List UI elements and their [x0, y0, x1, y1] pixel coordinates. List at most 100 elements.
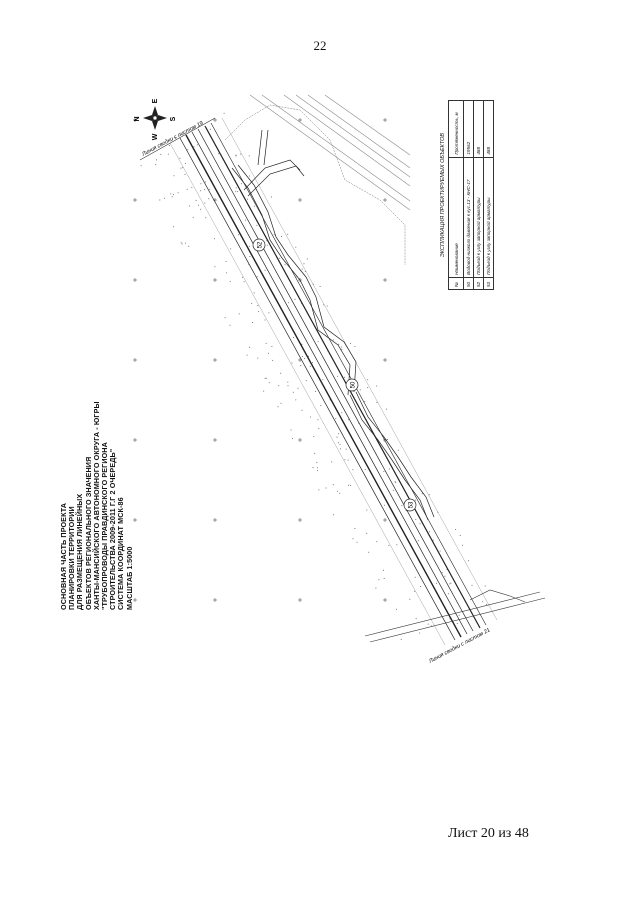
terrain-dot	[376, 385, 378, 387]
terrain-dot	[329, 399, 331, 401]
terrain-dot	[173, 194, 174, 196]
legend-num: 53	[483, 277, 494, 290]
svg-text:52: 52	[258, 241, 264, 248]
terrain-dot	[247, 198, 249, 200]
terrain-dot	[383, 504, 385, 506]
terrain-dot	[341, 348, 343, 350]
terrain-dot	[358, 422, 360, 424]
terrain-dot	[159, 199, 161, 201]
terrain-dot	[297, 387, 299, 389]
terrain-dot	[338, 433, 340, 435]
terrain-dot	[179, 157, 181, 159]
terrain-dot	[375, 587, 377, 589]
terrain-dot	[352, 469, 354, 471]
terrain-dot	[441, 572, 443, 574]
terrain-dot	[208, 198, 210, 200]
table-row: 52 Подъезд к узлу запорной арматуры 488	[473, 100, 484, 290]
terrain-dot	[188, 205, 190, 207]
background-road	[249, 94, 411, 211]
terrain-dot	[173, 226, 175, 228]
svg-text:53: 53	[409, 501, 415, 508]
terrain-dot	[356, 541, 358, 543]
terrain-dot	[476, 607, 478, 609]
terrain-dot	[309, 416, 311, 418]
section-line-top	[139, 117, 216, 161]
terrain-dot	[317, 419, 319, 421]
access-road-52	[231, 129, 357, 396]
terrain-dot	[266, 240, 268, 242]
terrain-dot	[347, 459, 349, 461]
terrain-dot	[225, 272, 227, 274]
terrain-dot	[383, 577, 385, 579]
terrain-dot	[409, 598, 411, 600]
table-row: 50 Водовод низкого давления к кус.13 - К…	[463, 100, 474, 290]
terrain-dot	[198, 204, 199, 206]
terrain-dot	[175, 137, 177, 138]
terrain-dot	[258, 311, 260, 313]
terrain-dot	[468, 560, 470, 562]
terrain-dot	[427, 623, 429, 625]
terrain-dot	[321, 383, 323, 385]
terrain-dot	[284, 264, 286, 266]
terrain-dot	[168, 145, 170, 146]
terrain-dot	[280, 402, 282, 404]
terrain-dot	[462, 544, 463, 546]
terrain-dot	[182, 167, 184, 169]
terrain-dot	[449, 618, 451, 620]
terrain-dot	[313, 436, 315, 438]
legend-length: 19562	[463, 100, 474, 158]
terrain-dot	[396, 608, 397, 610]
terrain-dot	[140, 165, 142, 167]
terrain-dot	[196, 144, 198, 146]
terrain-dot	[378, 579, 380, 581]
terrain-dot	[235, 155, 237, 157]
terrain-dot	[415, 518, 417, 520]
terrain-dot	[294, 298, 296, 300]
terrain-dot	[439, 550, 441, 552]
terrain-dot	[191, 186, 193, 188]
terrain-dot	[171, 196, 173, 198]
terrain-dot	[287, 302, 289, 304]
terrain-dot	[167, 153, 169, 155]
terrain-dot	[352, 538, 354, 540]
terrain-dot	[278, 385, 280, 387]
terrain-dot	[389, 468, 390, 470]
corridor-boundary	[224, 104, 406, 265]
terrain-dot	[392, 489, 394, 491]
grid-crosses	[133, 118, 387, 602]
sheet-label: Лист 20 из 48	[448, 826, 529, 841]
terrain-dot	[364, 401, 366, 403]
crossing-lines	[364, 589, 546, 643]
compass-rose-icon: E W N S	[134, 98, 177, 140]
legend-title: ЭКСПЛИКАЦИЯ ПРОЕКТИРУЕМЫХ ОБЪЕКТОВ	[440, 132, 446, 258]
terrain-dot	[414, 576, 416, 578]
page-number: 22	[313, 38, 327, 53]
terrain-dot	[312, 467, 314, 468]
terrain-dot	[436, 582, 437, 584]
terrain-dot	[314, 452, 316, 454]
legend-num: 50	[463, 277, 474, 290]
terrain-dot	[437, 511, 439, 513]
terrain-dot	[309, 366, 311, 367]
terrain-dot	[235, 187, 237, 189]
terrain-dot	[368, 551, 370, 553]
terrain-dot	[376, 541, 378, 543]
terrain-dot	[388, 544, 390, 546]
terrain-dot	[327, 350, 329, 352]
terrain-dot	[241, 276, 243, 278]
terrain-dot	[173, 175, 175, 177]
terrain-dot	[367, 387, 369, 389]
terrain-dot	[186, 188, 188, 190]
terrain-dot	[301, 356, 303, 357]
terrain-dot	[249, 346, 251, 348]
terrain-dot	[304, 358, 306, 359]
terrain-dot	[301, 409, 303, 411]
terrain-dot	[301, 303, 303, 305]
terrain-dot	[177, 192, 179, 194]
terrain-dot	[337, 375, 339, 377]
terrain-dot	[335, 418, 337, 420]
terrain-dot	[336, 490, 338, 492]
terrain-dot	[446, 569, 448, 571]
terrain-dot	[456, 623, 458, 624]
svg-text:E: E	[152, 98, 159, 103]
